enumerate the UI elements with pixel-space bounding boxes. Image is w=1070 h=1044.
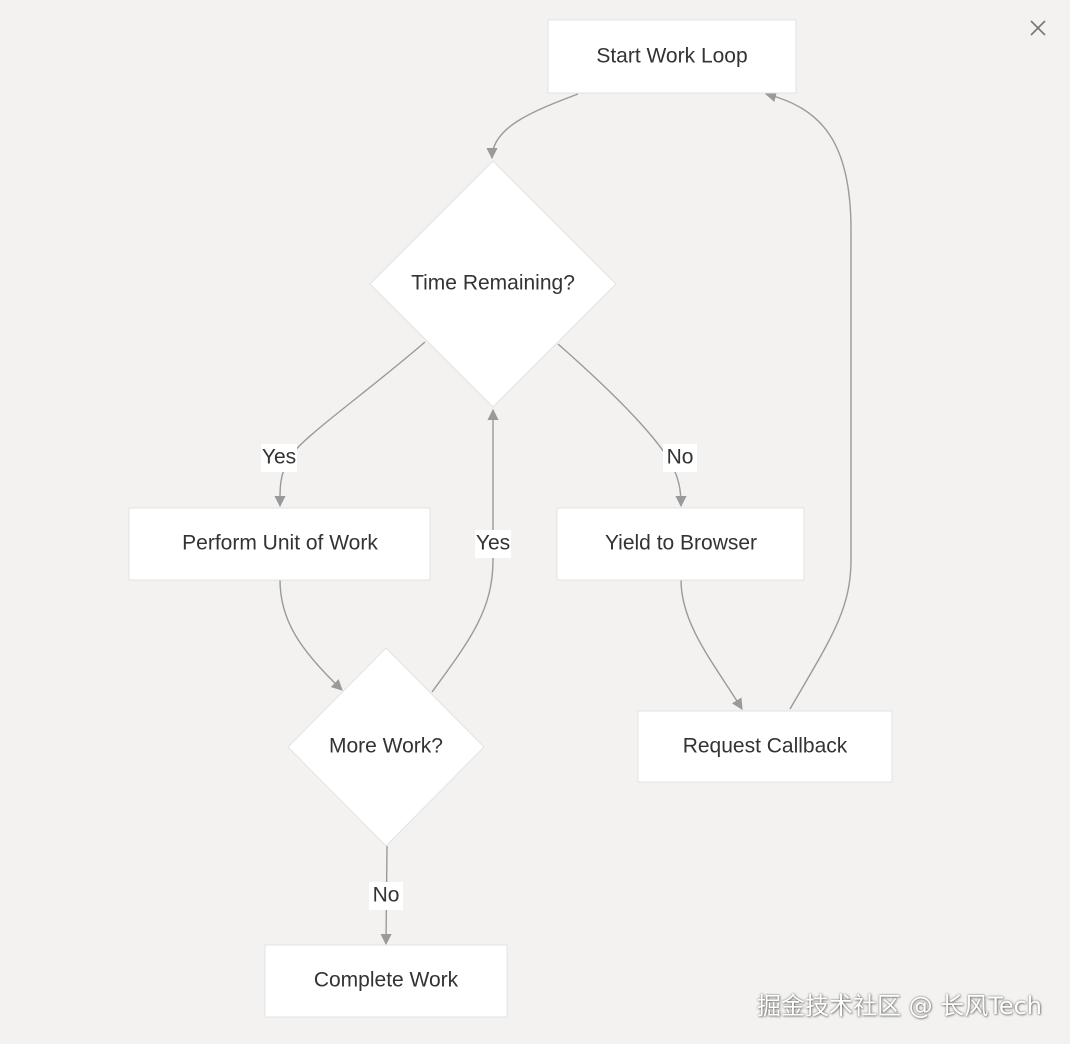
edge-time-to-perform: [274, 341, 426, 508]
node-start[interactable]: Start Work Loop: [547, 19, 797, 94]
node-complete-label: Complete Work: [314, 969, 459, 992]
node-request-label: Request Callback: [683, 735, 848, 758]
node-complete[interactable]: Complete Work: [264, 944, 508, 1018]
close-button[interactable]: [1022, 12, 1054, 44]
edge-yield-to-request: [680, 579, 743, 710]
edge-more-to-time: [431, 408, 499, 693]
edge-label-time-yes: Yes: [261, 444, 297, 472]
edge-label-more-no-text: No: [373, 884, 400, 907]
node-start-label: Start Work Loop: [596, 45, 747, 68]
node-time-check[interactable]: Time Remaining?: [369, 160, 617, 408]
node-yield[interactable]: Yield to Browser: [556, 507, 805, 581]
node-perform[interactable]: Perform Unit of Work: [128, 507, 431, 581]
node-more-work[interactable]: More Work?: [287, 647, 485, 847]
edges-layer: [274, 91, 852, 946]
edge-request-to-start: [764, 91, 852, 710]
node-request[interactable]: Request Callback: [637, 710, 893, 783]
edge-label-more-no: No: [369, 882, 403, 910]
node-yield-label: Yield to Browser: [605, 532, 757, 555]
edge-label-time-no-text: No: [667, 446, 694, 469]
close-icon: [1030, 20, 1046, 36]
edge-label-time-no: No: [663, 444, 697, 472]
edge-start-to-time: [486, 93, 579, 160]
edge-perform-to-more: [279, 579, 343, 691]
edge-time-to-yield: [557, 343, 687, 508]
edge-label-more-yes: Yes: [475, 530, 511, 558]
edge-label-time-yes-text: Yes: [262, 446, 296, 469]
node-more-work-label: More Work?: [329, 735, 443, 758]
node-perform-label: Perform Unit of Work: [182, 532, 378, 555]
edge-label-more-yes-text: Yes: [476, 532, 510, 555]
watermark: 掘金技术社区 @ 长风Tech: [756, 992, 1042, 1020]
node-time-check-label: Time Remaining?: [411, 272, 575, 295]
